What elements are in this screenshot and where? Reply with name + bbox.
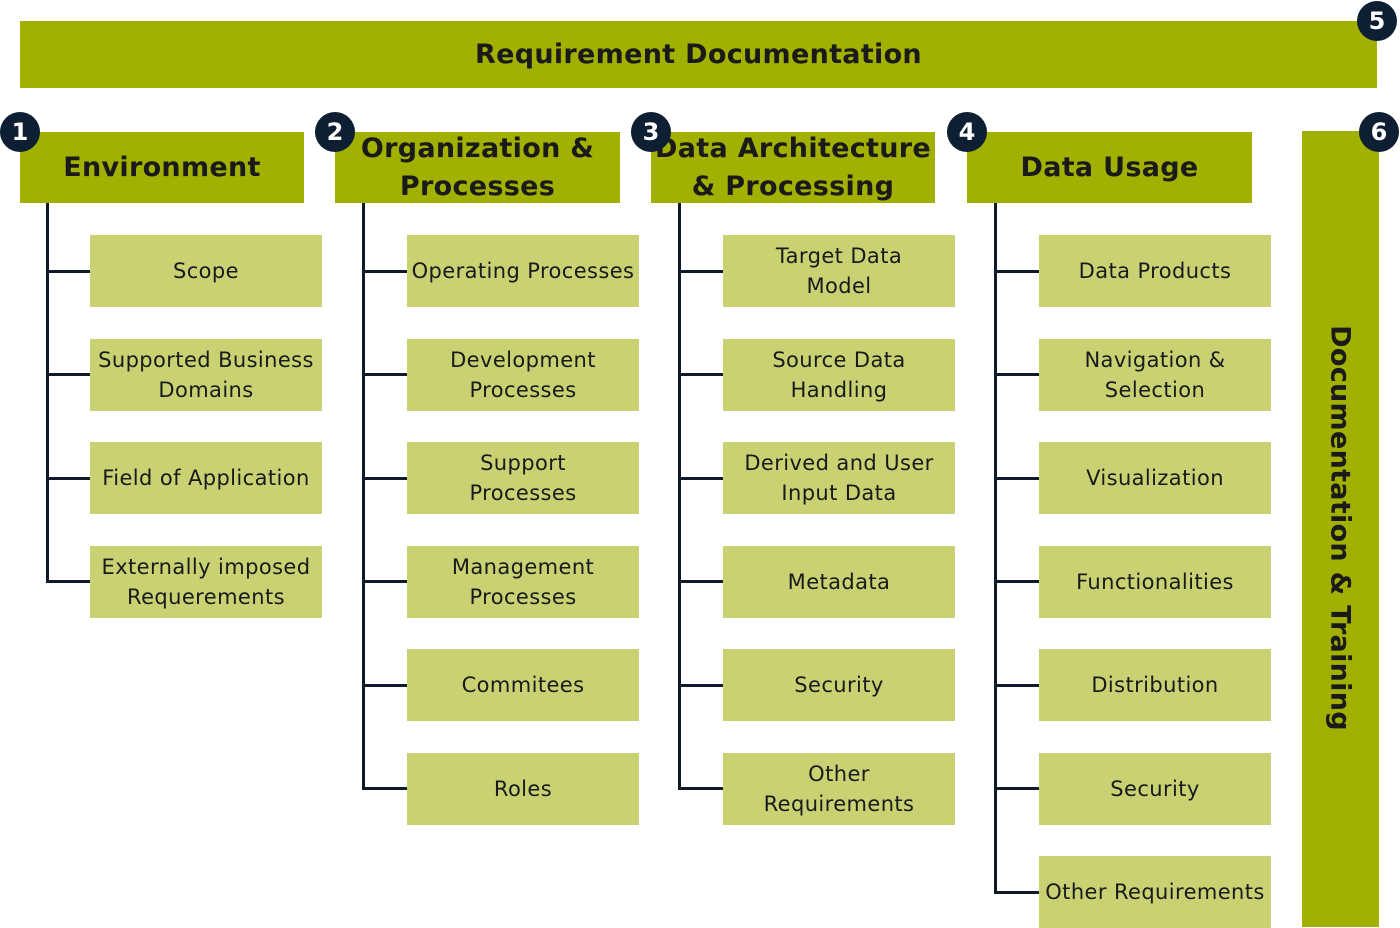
requirement-item: Distribution <box>1039 649 1271 721</box>
connector-branch <box>678 580 723 583</box>
requirement-item: Source Data Handling <box>723 338 955 411</box>
column-header-3: Data Architecture & Processing <box>651 132 935 203</box>
connector-trunk-1 <box>46 203 49 583</box>
requirement-item: Management Processes <box>407 545 639 618</box>
connector-branch <box>678 269 723 273</box>
requirement-item: Roles <box>407 752 639 825</box>
requirement-item: Metadata <box>723 545 955 618</box>
requirement-item: Other Requirements <box>1039 856 1271 928</box>
connector-branch <box>362 787 407 790</box>
connector-branch <box>46 269 90 273</box>
connector-branch <box>678 373 723 376</box>
connector-branch <box>994 890 1039 894</box>
badge-6: 6 <box>1359 112 1399 152</box>
documentation-training-label: Documentation & Training <box>1324 325 1356 731</box>
requirement-item: Derived and User Input Data <box>723 442 955 514</box>
connector-trunk-2 <box>362 203 365 790</box>
requirement-item: Security <box>1039 752 1271 825</box>
badge-1: 1 <box>0 112 40 152</box>
requirement-item: Data Products <box>1039 235 1271 307</box>
requirement-item: Target Data Model <box>723 235 955 307</box>
requirement-item: Other Requirements <box>723 752 955 825</box>
requirement-item: Security <box>723 649 955 721</box>
connector-branch <box>994 787 1039 790</box>
requirement-item: Field of Application <box>90 442 322 514</box>
connector-trunk-4 <box>994 203 997 894</box>
banner-title: Requirement Documentation <box>475 39 922 70</box>
requirement-documentation-banner: Requirement Documentation <box>20 21 1377 88</box>
connector-branch <box>994 476 1039 480</box>
requirement-item: Commitees <box>407 649 639 721</box>
connector-branch <box>678 476 723 480</box>
connector-branch <box>362 580 407 583</box>
requirement-item: Supported Business Domains <box>90 338 322 411</box>
column-header-1: Environment <box>20 132 304 203</box>
connector-branch <box>46 580 90 583</box>
connector-branch <box>994 683 1039 687</box>
connector-branch <box>46 373 90 376</box>
connector-branch <box>994 580 1039 583</box>
connector-branch <box>46 476 90 480</box>
connector-branch <box>362 476 407 480</box>
column-header-4: Data Usage <box>967 132 1252 203</box>
requirement-item: Visualization <box>1039 442 1271 514</box>
column-header-2: Organization & Processes <box>335 132 620 203</box>
requirement-item: Navigation & Selection <box>1039 338 1271 411</box>
requirement-item: Externally imposed Requerements <box>90 545 322 618</box>
requirement-item: Development Processes <box>407 338 639 411</box>
connector-trunk-3 <box>678 203 681 790</box>
badge-2: 2 <box>315 112 355 152</box>
requirement-item: Functionalities <box>1039 545 1271 618</box>
badge-5: 5 <box>1357 1 1397 41</box>
badge-4: 4 <box>947 112 987 152</box>
documentation-training-bar <box>1302 131 1379 927</box>
connector-branch <box>994 373 1039 376</box>
connector-branch <box>362 373 407 376</box>
requirement-item: Scope <box>90 235 322 307</box>
connector-branch <box>362 269 407 273</box>
connector-branch <box>994 269 1039 273</box>
badge-3: 3 <box>631 112 671 152</box>
requirement-item: Operating Processes <box>407 235 639 307</box>
connector-branch <box>678 787 723 790</box>
connector-branch <box>362 683 407 687</box>
requirement-item: Support Processes <box>407 442 639 514</box>
connector-branch <box>678 683 723 687</box>
